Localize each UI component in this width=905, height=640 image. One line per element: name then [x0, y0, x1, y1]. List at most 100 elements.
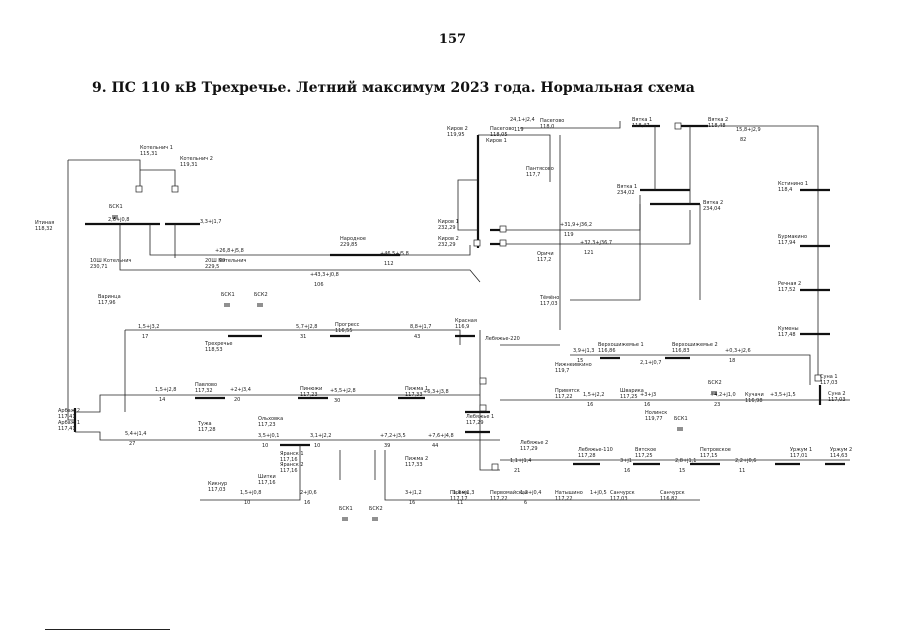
- node-voltage: 234,04: [703, 206, 721, 212]
- capacitor-bank: БСК1: [339, 506, 353, 521]
- capacitor-bank-label: БСК1: [221, 292, 235, 298]
- branch-flow: 3,5+j0,110: [258, 433, 279, 449]
- node-name: Красная: [455, 318, 477, 324]
- node-name: Нижнеивкино: [555, 362, 592, 368]
- branch-current-label: 27: [129, 441, 135, 447]
- node-voltage: 117,41: [58, 426, 76, 432]
- node-name: Пижма: [450, 490, 468, 496]
- node-voltage: 117,03: [828, 397, 846, 403]
- node-name: Тёмёно: [539, 295, 559, 301]
- node-voltage: 117,16: [280, 468, 298, 474]
- node-name: Речная 2: [778, 281, 801, 287]
- node-voltage: 117,01: [790, 453, 808, 459]
- branch-current-label: 31: [300, 334, 306, 340]
- branch-flow: +2+j3,420: [230, 387, 251, 403]
- node-name: Пантясово: [526, 166, 554, 172]
- node-kirov1_110: Киров 1: [486, 138, 507, 144]
- capacitor-bank-label: БСК1: [674, 416, 688, 422]
- branch-current-label: 10: [244, 500, 250, 506]
- node-voltage: 119,7: [555, 368, 569, 374]
- node-voltage: 117,7: [526, 172, 540, 178]
- node-voltage: 118,0: [540, 124, 554, 130]
- branch-flow-label: 2,8+j1,1: [675, 458, 696, 464]
- node-voltage: 117,16: [280, 457, 298, 463]
- branch-current-label: 82: [740, 137, 746, 143]
- branch-flow-label: +4,2+j1,0: [710, 392, 736, 398]
- capacitor-bank: БСК2: [369, 506, 383, 521]
- branch-current-label: 15: [679, 468, 685, 474]
- connection-lines: [67, 121, 850, 501]
- branch-flow: 1+j0,5: [590, 490, 607, 496]
- node-name: Кстинино 1: [778, 181, 808, 187]
- branch-flow-label: 1,5+j2,8: [155, 387, 176, 393]
- node-name: Трехречье: [204, 341, 233, 347]
- branch-current-label: 30: [334, 398, 340, 404]
- node-voltage: 117,94: [778, 240, 796, 246]
- branch-current-label: 121: [584, 250, 594, 256]
- branch-current-label: 23: [714, 402, 720, 408]
- node-name: Ольховка: [258, 416, 283, 422]
- branch-flow-label: +26,8+j5,8: [215, 248, 244, 254]
- branch-flow: 2+j0,616: [300, 490, 317, 506]
- node-name: Шварика: [620, 388, 644, 394]
- capacitor-bank-label: БСК1: [339, 506, 353, 512]
- branch-flow: +6,3+j3,8: [423, 389, 449, 395]
- branch-flow: +0,3+j2,618: [725, 348, 751, 364]
- node-voltage: 117,96: [98, 300, 116, 306]
- node-name: Прогресс: [335, 322, 360, 328]
- node-name: Санчурск: [610, 490, 635, 496]
- node-name: Арбаж 2: [58, 408, 80, 414]
- node-voltage: 117,03: [610, 496, 628, 502]
- capacitor-bank: БСК1: [674, 416, 688, 431]
- branch-current-label: 43: [414, 334, 420, 340]
- branch-flow: +7,6+j4,844: [428, 433, 454, 449]
- node-voltage: 118,47: [632, 123, 650, 129]
- branch-flow-label: 3,5+j0,1: [258, 433, 279, 439]
- node-voltage: 116,9: [455, 324, 469, 330]
- capacitor-bank: БСК2: [254, 292, 268, 307]
- node-voltage: 119,31: [180, 162, 198, 168]
- branch-current-label: 119: [514, 127, 524, 133]
- diagram-title: 9. ПС 110 кВ Трехречье. Летний максимум …: [92, 80, 695, 96]
- node-voltage: 117,17: [450, 496, 468, 502]
- branch-flow-label: +7,2+j3,5: [380, 433, 406, 439]
- branch-current-label: 16: [304, 500, 310, 506]
- node-name: Кумены: [778, 326, 799, 332]
- node-name: Лебяжье 2: [520, 440, 548, 446]
- branch-flow: 3,1+j2,210: [310, 433, 331, 449]
- node-voltage: 117,2: [537, 257, 551, 263]
- node-name: Натышино: [555, 490, 583, 496]
- branch-current-label: 112: [384, 261, 394, 267]
- node-voltage: 117,29: [466, 420, 484, 426]
- node-voltage: 117,33: [405, 462, 423, 468]
- branch-flow-label: +46,5+j5,8: [380, 251, 409, 257]
- node-name: Кикнур: [208, 481, 227, 487]
- branch-flow: 2,6+j0,8: [108, 217, 129, 223]
- node-voltage: 117,22: [555, 394, 573, 400]
- branch-current-label: 106: [314, 282, 324, 288]
- branch-flow: 5,4+j1,427: [125, 431, 146, 447]
- node-voltage: 117,48: [778, 332, 796, 338]
- node-name: Киров 2: [447, 126, 468, 132]
- node-name: Суна 2: [828, 391, 846, 397]
- node-name: Шитки: [258, 474, 276, 480]
- breakers: [135, 122, 822, 471]
- branch-flow-label: 3,1+j2,2: [310, 433, 331, 439]
